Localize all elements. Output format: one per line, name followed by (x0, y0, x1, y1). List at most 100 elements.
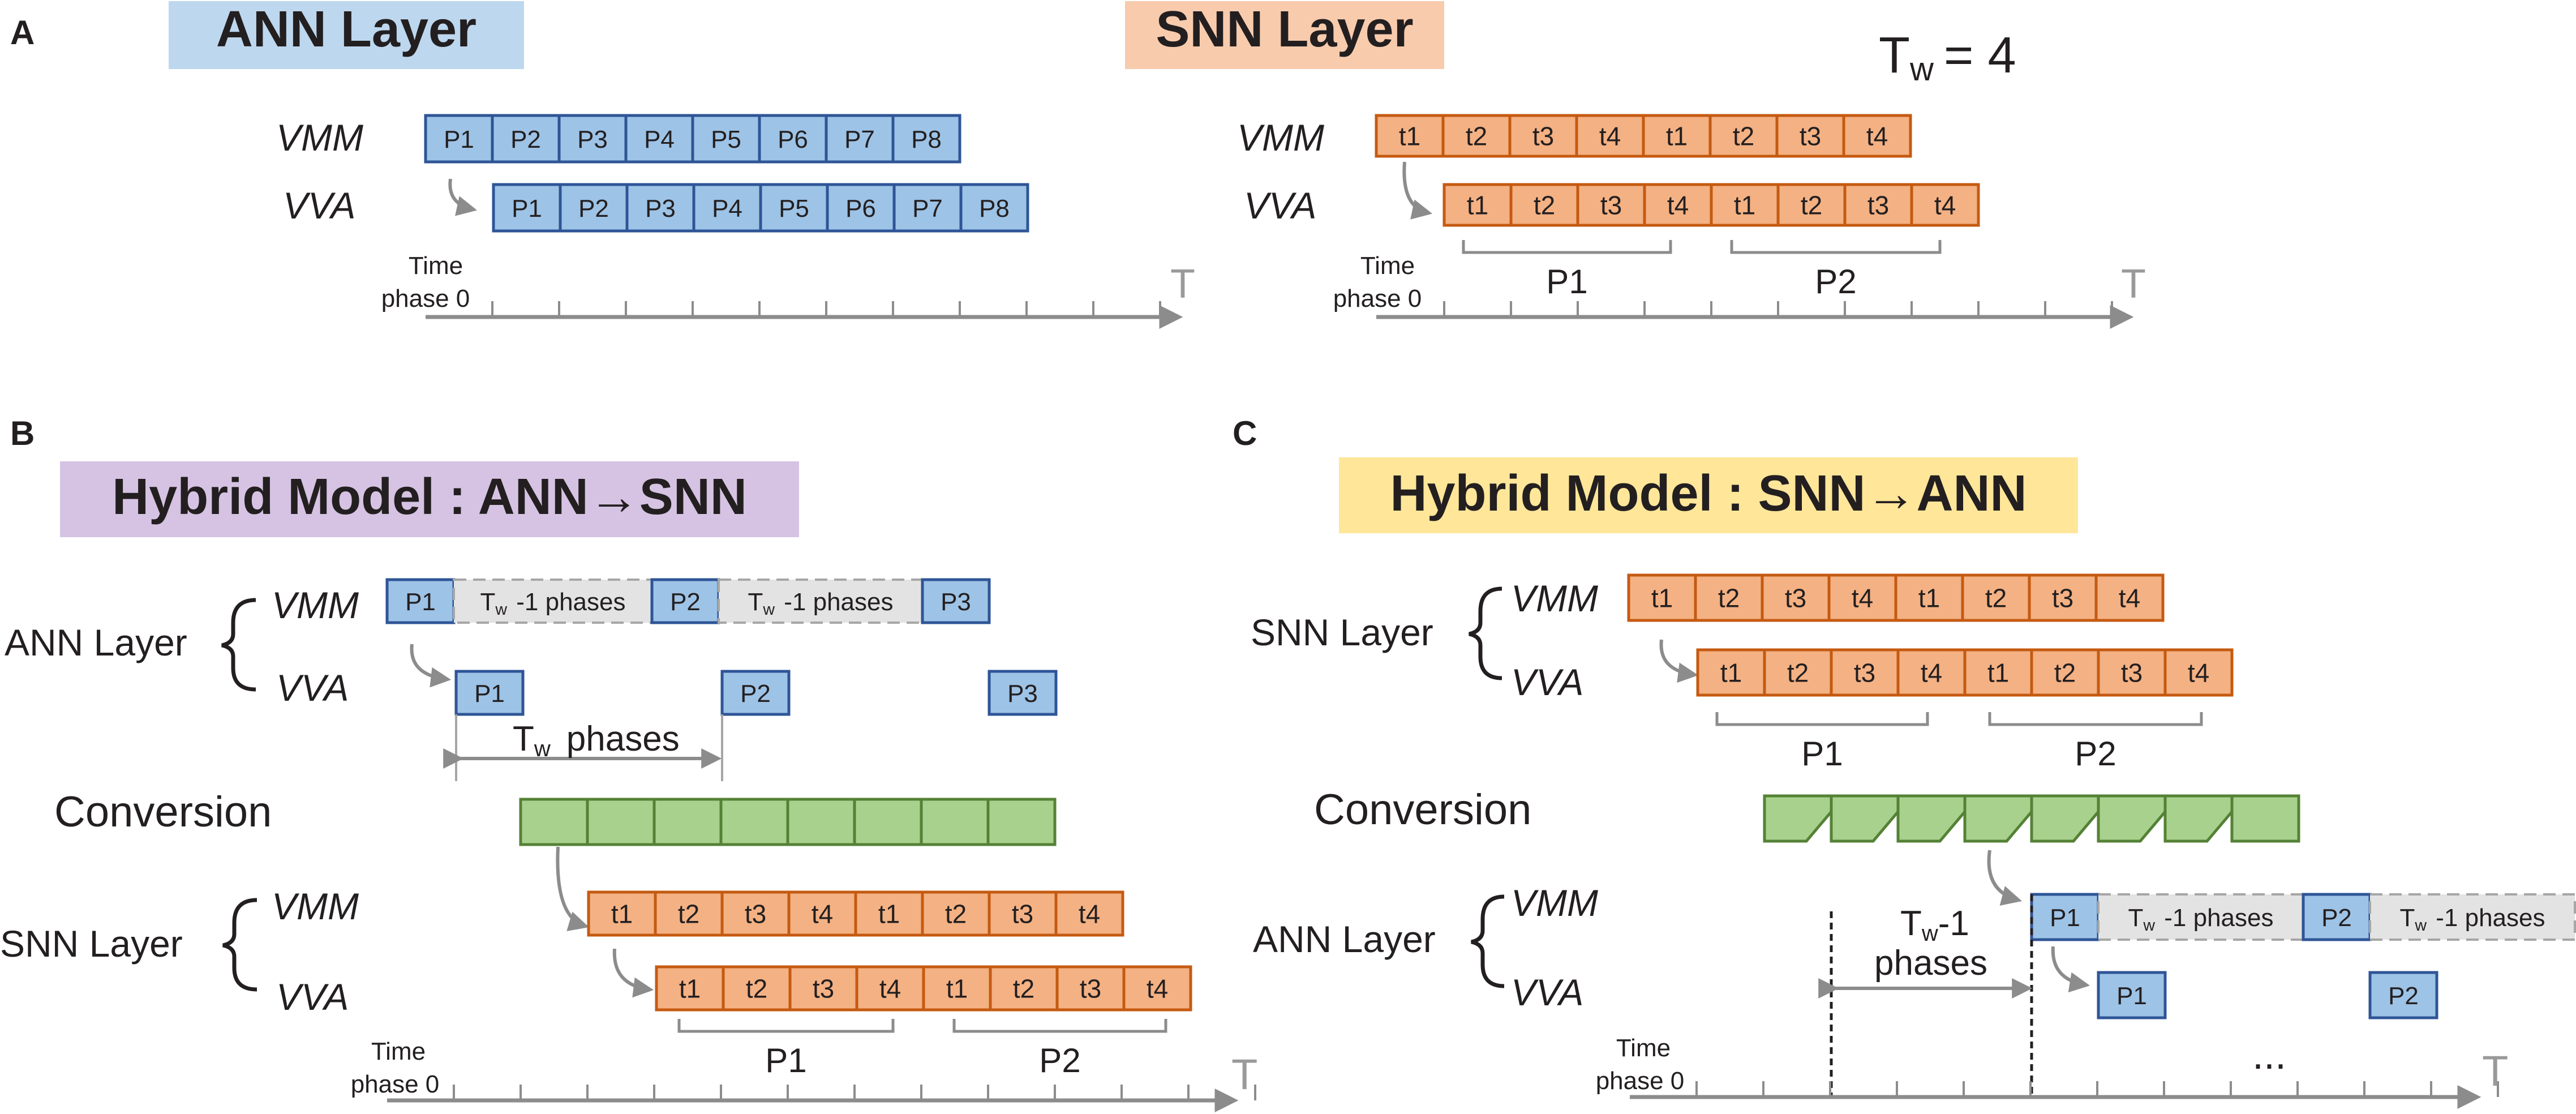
c-snn-vmm-cell-label: t4 (2119, 584, 2140, 613)
c-snn-vva-cell (2163, 648, 2234, 697)
b-snn-vmm-cell-label: t4 (812, 899, 833, 929)
b-phase-brackets: P1 P2 (677, 1019, 1167, 1079)
c-snn-vmm-label: VMM (1511, 577, 1598, 619)
phase-bracket (952, 1019, 1167, 1033)
snn-vva-label: VVA (1244, 185, 1316, 226)
snn-vmm-cell-label: t4 (1599, 122, 1621, 151)
b-ann-group-label: ANN Layer (5, 622, 187, 663)
c-tw-span-line1: Tw-1 (1900, 904, 1969, 946)
c-snn-vmm-cell-label: t2 (1985, 584, 2007, 613)
c-snn-vmm-cell-label: t4 (1852, 584, 1873, 613)
c-snn-group-label: SNN Layer (1251, 611, 1433, 653)
c-snn-vva-cell-label: t3 (1854, 658, 1875, 688)
phase-bracket-label: P1 (1801, 735, 1843, 773)
b-ann-vmm-to-vva-arrow (410, 644, 452, 688)
ann-vva-cell (959, 183, 1029, 233)
c-ann-vmm-block (2030, 893, 2100, 941)
conversion-cell (2030, 794, 2100, 843)
b-conversion-label: Conversion (54, 788, 272, 836)
b-snn-vva-cell (855, 965, 925, 1012)
c-snn-vva-cell-label: t1 (1987, 658, 2009, 688)
b-snn-vva-cell-label: t3 (813, 974, 834, 1004)
conversion-cell (519, 798, 589, 846)
tw-equation: Tw= 4 (1879, 27, 2016, 88)
panel-b-label: B (10, 414, 35, 452)
phase-bracket-label: P2 (1815, 263, 1856, 301)
ann-vva-cell (692, 183, 762, 233)
ann-vmm-cell-label: P2 (510, 126, 541, 153)
hybrid-ann-snn-title: Hybrid Model : ANN→SNN (112, 469, 747, 525)
ann-vmm-label: VMM (276, 117, 363, 158)
c-snn-vva-cell-label: t3 (2121, 658, 2143, 688)
ann-vva-cell-label: P7 (912, 195, 943, 222)
snn-vva-cell (1576, 183, 1646, 227)
b-ann-vmm-block-label: P1 (405, 588, 436, 616)
b-phase-label: phase 0 (351, 1070, 440, 1098)
b-ann-vmm-block (385, 578, 456, 624)
b-ann-vva-block-label: P2 (740, 680, 771, 708)
phase-bracket-label: P1 (765, 1042, 806, 1079)
b-snn-vmm-cell-label: t3 (745, 899, 766, 929)
b-wait-gap (718, 579, 924, 624)
phase-bracket (1462, 240, 1672, 254)
b-time-label: Time (371, 1038, 426, 1065)
snn-vmm-label: VMM (1237, 117, 1324, 158)
conversion-cell (1830, 794, 1900, 843)
b-ann-vmm-label: VMM (272, 584, 359, 626)
b-snn-vva-cell-label: t2 (1013, 974, 1034, 1004)
snn-title-bg (1125, 1, 1444, 69)
hybrid-snn-ann-title: Hybrid Model : SNN→ANN (1390, 465, 2027, 522)
b-snn-vva-cell (655, 965, 725, 1012)
phase-bracket-label: P2 (1039, 1042, 1080, 1079)
conversion-cell (786, 798, 856, 846)
ann-vva-cell (492, 183, 562, 233)
b-snn-group-brace (222, 898, 257, 992)
ann-vva-cell-label: P6 (845, 195, 876, 222)
c-ann-vva-block (2097, 971, 2167, 1019)
ann-vva-cell (759, 183, 829, 233)
ann-vva-cell-label: P1 (512, 195, 542, 222)
snn-vva-cell (1509, 183, 1579, 227)
c-snn-vmm-cell-label: t1 (1651, 584, 1673, 613)
ann-vmm-cell (691, 114, 761, 164)
c-tw-span (1818, 894, 2033, 1097)
b-snn-vmm-label: VMM (272, 885, 359, 927)
c-snn-vmm-cell-label: t1 (1918, 584, 1940, 613)
hybrid-ann-snn-title-bg (60, 461, 799, 537)
b-axis-end-label: T (1231, 1051, 1257, 1099)
b-snn-vva-cell (788, 965, 858, 1012)
snn-layer-title: SNN Layer (1156, 1, 1413, 58)
ann-time-label: Time (409, 252, 463, 280)
snn-vmm-cell-label: t1 (1666, 122, 1688, 151)
snn-vva-cell (1910, 183, 1980, 227)
c-conversion-row (1763, 794, 2300, 843)
c-ann-group-label: ANN Layer (1253, 918, 1436, 960)
snn-vva-cell-label: t2 (1534, 191, 1555, 220)
snn-vmm-cell-label: t4 (1866, 122, 1888, 151)
b-snn-vmm-cell (921, 890, 991, 937)
ann-vva-cell-label: P8 (979, 195, 1010, 222)
b-ann-vmm-block (921, 578, 991, 624)
snn-time-axis (1376, 301, 2134, 329)
ann-vva-cell (625, 183, 695, 233)
b-wait-gap (453, 579, 653, 624)
snn-axis-end-label: T (2121, 262, 2146, 307)
snn-vmm-cell-label: t2 (1466, 122, 1487, 151)
conversion-cell (2097, 794, 2167, 843)
b-snn-vmm-to-vva-arrow (612, 948, 654, 998)
b-snn-vva-label: VVA (276, 976, 349, 1018)
conversion-cell (2163, 794, 2234, 843)
ann-axis-end-label: T (1170, 262, 1195, 307)
c-snn-vmm-to-vva-arrow (1659, 639, 1699, 683)
snn-vva-cell-label: t1 (1734, 191, 1755, 220)
c-ann-vmm-to-vva-arrow (2051, 946, 2090, 993)
b-ann-vva-block (454, 670, 525, 716)
conversion-cell (1896, 794, 1967, 843)
